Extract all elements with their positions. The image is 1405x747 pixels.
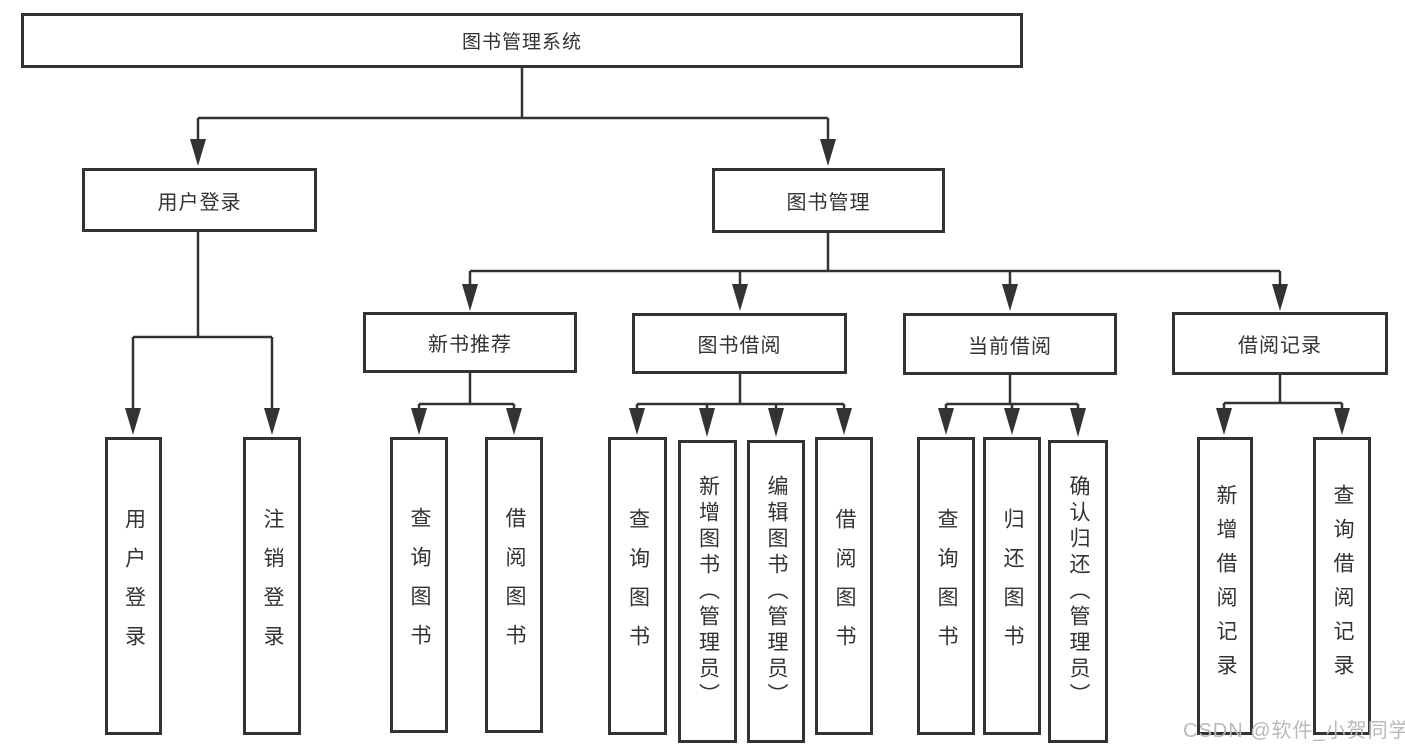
leaf-label: 新增图书（管理员） (696, 474, 720, 709)
node-book-borrowing: 图书借阅 (632, 313, 847, 374)
leaf-edit-books-admin: 编辑图书（管理员） (747, 440, 805, 743)
node-current-borrowing: 当前借阅 (903, 313, 1117, 375)
leaf-borrow-books-borrow: 借阅图书 (815, 437, 873, 735)
leaf-label: 查询图书 (935, 508, 958, 664)
csdn-watermark: CSDN @软件_小贺同学 (1183, 720, 1405, 742)
node-user-login: 用户登录 (82, 168, 317, 232)
leaf-label: 编辑图书（管理员） (765, 474, 788, 709)
leaf-return-books: 归还图书 (983, 437, 1041, 735)
leaf-user-login: 用户登录 (105, 437, 162, 735)
node-borrow-records: 借阅记录 (1172, 312, 1388, 375)
arrowheads (125, 139, 1350, 437)
leaf-label: 查询图书 (626, 508, 650, 664)
node-label: 图书管理 (786, 192, 871, 214)
leaf-query-books-recommend: 查询图书 (390, 437, 448, 733)
leaf-label: 新增借阅记录 (1214, 484, 1237, 688)
leaf-label: 借阅图书 (833, 508, 856, 664)
node-new-book-recommend: 新书推荐 (363, 312, 577, 373)
node-label: 当前借阅 (968, 335, 1052, 358)
leaf-label: 查询图书 (408, 507, 431, 663)
leaf-label: 用户登录 (122, 508, 146, 664)
node-label: 新书推荐 (428, 334, 512, 356)
leaf-logout: 注销登录 (243, 437, 301, 735)
node-label: 图书管理系统 (461, 32, 582, 53)
leaf-query-borrow-record: 查询借阅记录 (1313, 437, 1371, 735)
leaf-add-borrow-record: 新增借阅记录 (1197, 437, 1253, 735)
leaf-label: 查询借阅记录 (1331, 484, 1354, 688)
node-label: 用户登录 (157, 191, 242, 214)
node-label: 图书借阅 (697, 335, 782, 357)
leaf-borrow-books-recommend: 借阅图书 (485, 437, 543, 733)
leaf-label: 确认归还（管理员） (1067, 474, 1090, 709)
leaf-label: 借阅图书 (503, 507, 526, 663)
leaf-add-books-admin: 新增图书（管理员） (678, 440, 737, 743)
leaf-label: 注销登录 (261, 508, 284, 664)
leaf-label: 归还图书 (1001, 508, 1024, 664)
node-root-system: 图书管理系统 (21, 13, 1023, 68)
node-book-management: 图书管理 (712, 168, 945, 233)
leaf-query-books-borrow: 查询图书 (608, 437, 667, 735)
leaf-confirm-return-admin: 确认归还（管理员） (1048, 440, 1108, 743)
node-label: 借阅记录 (1238, 335, 1322, 357)
leaf-query-books-current: 查询图书 (917, 437, 975, 735)
